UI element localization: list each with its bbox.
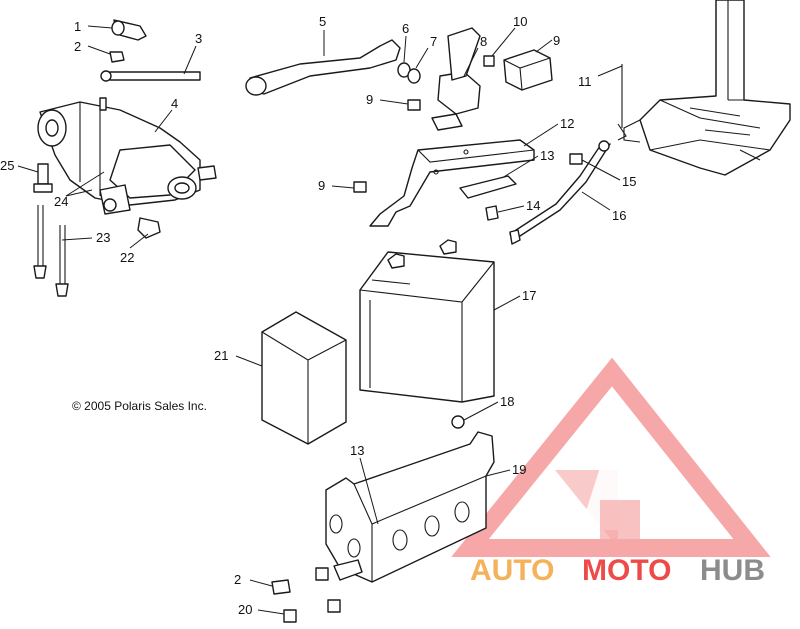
bolt-22 xyxy=(137,217,161,239)
copyright-notice: © 2005 Polaris Sales Inc. xyxy=(72,399,207,413)
watermark-auto: AUTO xyxy=(470,554,554,587)
callout-15: 15 xyxy=(622,174,636,189)
callout-8: 8 xyxy=(480,34,487,49)
callout-22: 22 xyxy=(120,250,134,265)
frame-assembly xyxy=(623,0,791,176)
callout-19: 19 xyxy=(512,462,526,477)
ground-cable xyxy=(509,140,611,245)
strap xyxy=(617,64,627,141)
callout-3: 3 xyxy=(195,31,202,46)
callout-14: 14 xyxy=(526,198,540,213)
callout-23: 23 xyxy=(96,230,110,245)
watermark-logo xyxy=(451,357,771,557)
callout-9c: 9 xyxy=(318,178,325,193)
solenoid xyxy=(431,27,481,131)
screw-20 xyxy=(283,567,341,623)
callout-10: 10 xyxy=(513,14,527,29)
callout-18: 18 xyxy=(500,394,514,409)
callout-2b: 2 xyxy=(234,572,241,587)
pad-top xyxy=(459,175,517,199)
watermark-moto: MOTO xyxy=(582,554,671,587)
callout-7: 7 xyxy=(430,34,437,49)
callout-11: 11 xyxy=(578,74,592,89)
relay xyxy=(503,49,553,91)
screw-18 xyxy=(451,415,465,429)
callout-labels: 1 2 3 4 5 6 7 8 9 10 9 11 12 13 9 15 14 … xyxy=(0,14,636,617)
leader-lines xyxy=(17,25,623,615)
callout-9a: 9 xyxy=(366,92,373,107)
positive-cable xyxy=(245,39,401,96)
callout-21: 21 xyxy=(214,348,228,363)
starter-cable xyxy=(100,70,201,82)
battery-box xyxy=(261,311,347,445)
nut-top xyxy=(109,51,125,63)
callout-24: 24 xyxy=(54,194,68,209)
watermark-text: AUTO MOTO HUB xyxy=(470,554,765,587)
callout-13b: 13 xyxy=(350,443,364,458)
battery xyxy=(359,239,495,403)
nut-15 xyxy=(569,153,583,165)
callout-9b: 9 xyxy=(553,33,560,48)
callout-17: 17 xyxy=(522,288,536,303)
callout-16: 16 xyxy=(612,208,626,223)
washers xyxy=(397,62,421,84)
nut-bottom xyxy=(271,579,291,595)
callout-6: 6 xyxy=(402,21,409,36)
callout-13a: 13 xyxy=(540,148,554,163)
nut-9-mid xyxy=(407,99,421,111)
clip xyxy=(485,205,499,221)
starter-motor xyxy=(37,97,217,215)
battery-bracket xyxy=(369,139,535,227)
nut-9-top xyxy=(483,55,495,67)
callout-20: 20 xyxy=(238,602,252,617)
callout-1: 1 xyxy=(74,19,81,34)
bolt-25 xyxy=(33,163,53,193)
callout-25: 25 xyxy=(0,158,14,173)
callout-4: 4 xyxy=(171,96,178,111)
nut-9-low xyxy=(353,181,367,193)
callout-2: 2 xyxy=(74,39,81,54)
callout-5: 5 xyxy=(319,14,326,29)
battery-tray xyxy=(325,431,495,583)
cable-ties xyxy=(33,205,69,297)
watermark-hub: HUB xyxy=(700,554,765,587)
callout-12: 12 xyxy=(560,116,574,131)
terminal-cap xyxy=(111,19,147,41)
